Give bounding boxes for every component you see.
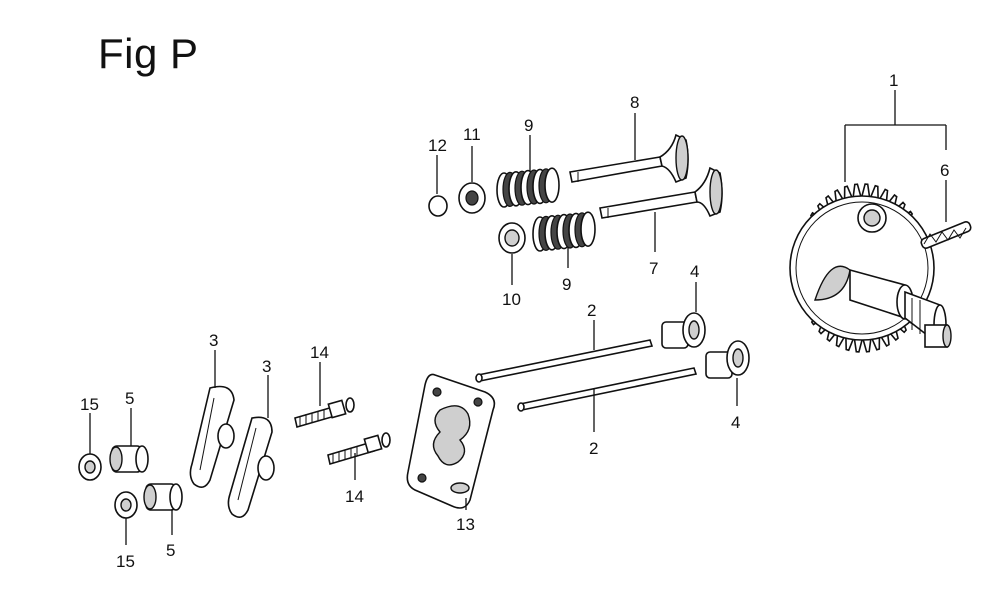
rocker-stud-upper (294, 397, 355, 429)
callout-9-lower: 9 (562, 275, 571, 294)
spring-coil (580, 211, 596, 247)
push-rod-guide-plate (406, 373, 496, 509)
callout-12: 12 (428, 136, 447, 155)
callout-9-upper: 9 (524, 116, 533, 135)
callout-8: 8 (630, 93, 639, 112)
valve-spring-upper (496, 167, 560, 208)
callout-4-lower: 4 (731, 413, 740, 432)
callout-14-lower: 14 (345, 487, 364, 506)
callout-3-right: 3 (262, 357, 271, 376)
callout-2-lower: 2 (589, 439, 598, 458)
callout-7: 7 (649, 259, 658, 278)
spring-coil (544, 167, 560, 203)
figure-title: Fig P (98, 30, 199, 77)
leader-lines (89, 90, 947, 545)
rocker-stud-lower (327, 432, 391, 466)
callout-labels: 1 2 2 3 3 4 4 5 5 6 7 8 9 9 10 11 12 13 … (80, 71, 949, 571)
callout-14-upper: 14 (310, 343, 329, 362)
push-rod-upper (475, 339, 654, 383)
callout-15-upper: 15 (80, 395, 99, 414)
callout-11: 11 (463, 125, 481, 144)
callout-10: 10 (502, 290, 521, 309)
rocker-pivot-upper (109, 445, 149, 473)
spring-retainer (498, 222, 526, 254)
callout-13: 13 (456, 515, 475, 534)
callout-4-upper: 4 (690, 262, 699, 281)
rocker-pivot-lower (143, 483, 183, 511)
callout-2-upper: 2 (587, 301, 596, 320)
tappet-upper (661, 312, 706, 349)
camshaft-gear (789, 183, 952, 353)
callout-5-upper: 5 (125, 389, 134, 408)
valve-upper (569, 133, 689, 184)
callout-15-lower: 15 (116, 552, 135, 571)
valve-cap (428, 195, 448, 217)
valve-retainer (458, 182, 486, 214)
rocker-arm-left (189, 385, 235, 488)
rocker-nut-upper (78, 453, 102, 481)
rocker-arm-right (227, 416, 275, 518)
callout-3-left: 3 (209, 331, 218, 350)
valve-spring-lower (532, 211, 596, 252)
valve-lower (599, 166, 723, 219)
push-rod-lower (517, 367, 698, 412)
callout-6: 6 (940, 161, 949, 180)
callout-1: 1 (889, 71, 898, 90)
tappet-lower (705, 340, 750, 379)
rocker-nut-lower (114, 491, 138, 519)
spring-pin (920, 221, 972, 249)
callout-5-lower: 5 (166, 541, 175, 560)
